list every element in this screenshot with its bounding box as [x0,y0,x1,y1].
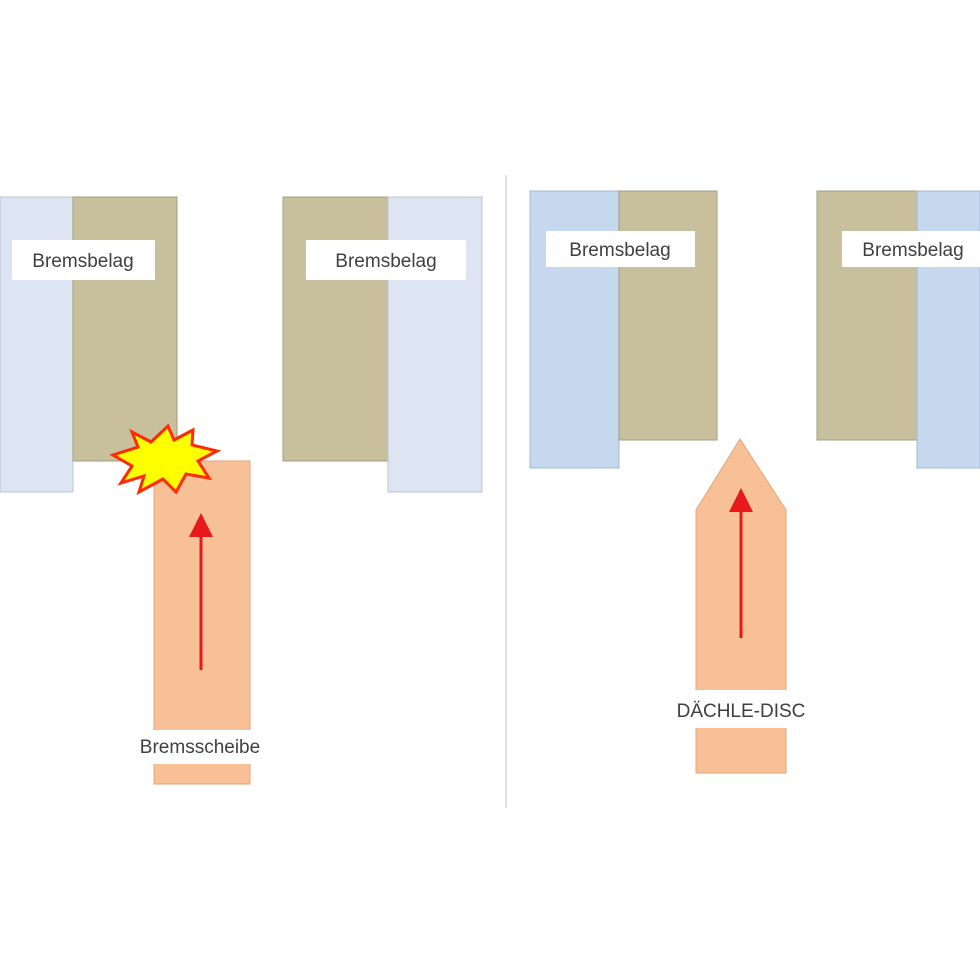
left-panel-disc: Bremsscheibe [125,460,275,785]
disc-label-box [670,690,812,728]
collision-burst-icon [109,423,222,496]
right-panel-disc: DÄCHLE-DISC [670,438,812,774]
pad-friction-material [618,190,718,441]
right-panel-pad-left: Bremsbelag [529,190,718,469]
pad-label: Bremsbelag [335,251,436,272]
pad-label-box [546,231,695,267]
disc-label: Bremsscheibe [140,737,260,758]
left-panel-pad-right: Bremsbelag [282,196,483,493]
pad-label-box [306,240,466,280]
right-panel-pad-right: Bremsbelag [816,190,980,469]
pad-friction-material [816,190,918,441]
left-panel: Bremsbelag Bremsbelag Bremsscheibe [0,196,483,785]
disc-label-box [125,730,275,764]
pad-label: Bremsbelag [862,240,963,261]
pad-label-box [842,231,980,267]
disc-label: DÄCHLE-DISC [677,701,806,722]
right-panel: Bremsbelag Bremsbelag DÄCHLE-DISC [529,190,980,774]
pad-label-box [12,240,155,280]
pad-friction-material [72,196,178,462]
pad-label: Bremsbelag [569,240,670,261]
left-panel-pad-left: Bremsbelag [0,196,178,493]
pad-label: Bremsbelag [32,251,133,272]
pad-friction-material [282,196,389,462]
